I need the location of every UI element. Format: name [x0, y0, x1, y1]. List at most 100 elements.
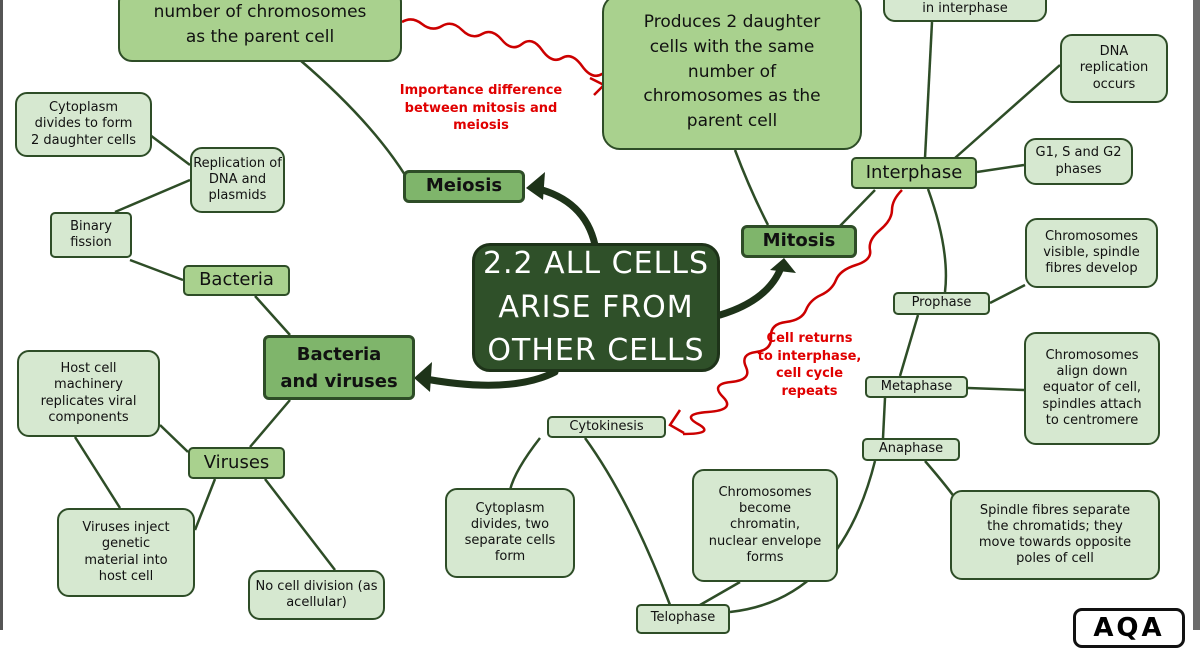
line-prophase-note: [989, 283, 1026, 305]
arrow-to-bacteria-viruses: [416, 368, 559, 389]
node-bacteria-viruses[interactable]: Bacteria and viruses: [263, 335, 415, 400]
note-line: spindles attach: [1042, 396, 1142, 412]
note-line: Chromosomes: [1045, 347, 1139, 363]
virus-inject-note[interactable]: Viruses inject genetic material into hos…: [57, 508, 195, 597]
left-edge: [0, 0, 3, 630]
annotation-line: Cell returns: [766, 331, 853, 346]
line-viruses-inject: [193, 478, 217, 531]
note-line: components: [48, 409, 129, 425]
annotation-cycle: Cell returns to interphase, cell cycle r…: [752, 330, 867, 400]
bacteria-cytoplasm-note[interactable]: Cytoplasm divides to form 2 daughter cel…: [15, 92, 152, 157]
line-viruses-host: [159, 424, 189, 453]
bacteria-replication-note[interactable]: Replication of DNA and plasmids: [190, 147, 285, 213]
virus-host-note[interactable]: Host cell machinery replicates viral com…: [17, 350, 160, 437]
note-line: Cytoplasm: [48, 100, 119, 116]
central-topic-line: ARISE FROM: [498, 289, 694, 325]
meiosis-note[interactable]: number of chromosomes as the parent cell: [118, 0, 402, 62]
note-line: visible, spindle: [1043, 244, 1140, 260]
note-line: separate cells: [464, 533, 556, 548]
anaphase-note[interactable]: Spindle fibres separate the chromatids; …: [950, 490, 1160, 580]
note-line: chromosomes as the: [643, 86, 821, 107]
note-line: Replication of: [193, 155, 282, 171]
node-bacteria[interactable]: Bacteria: [183, 265, 290, 296]
central-topic-line: 2.2 ALL CELLS: [482, 246, 710, 282]
annotation-line: between mitosis and: [404, 100, 558, 116]
metaphase-note[interactable]: Chromosomes align down equator of cell, …: [1024, 332, 1160, 445]
line-metaphase-anaphase: [881, 397, 887, 439]
note-line: as the parent cell: [185, 27, 335, 47]
node-prophase[interactable]: Prophase: [893, 292, 990, 315]
note-line: phases: [1055, 161, 1102, 177]
note-line: equator of cell,: [1042, 380, 1142, 396]
annotation-line: Importance difference: [399, 83, 563, 98]
annotation-line: to interphase,: [757, 348, 862, 364]
note-line: genetic: [101, 536, 151, 552]
note-line: Binary: [70, 218, 112, 234]
note-line: divides, two: [470, 516, 550, 532]
virus-nodivision-note[interactable]: No cell division (as acellular): [248, 570, 385, 620]
node-label: Bacteria: [199, 269, 274, 291]
note-line: parent cell: [686, 110, 778, 131]
line-mitosis-interphase: [839, 189, 876, 227]
telophase-note[interactable]: Chromosomes become chromatin, nuclear en…: [692, 469, 838, 582]
node-label: Prophase: [911, 295, 972, 311]
note-line: occurs: [1092, 76, 1136, 92]
line-binary-replication: [114, 178, 191, 214]
line-interphase-top: [923, 21, 934, 159]
note-line: G1, S and G2: [1035, 145, 1122, 161]
interphase-phases-note[interactable]: G1, S and G2 phases: [1024, 138, 1133, 185]
arrowhead-bacteria-viruses: [414, 362, 432, 392]
note-line: fibres develop: [1045, 261, 1138, 277]
annotation-line: meiosis: [453, 118, 509, 134]
node-metaphase[interactable]: Metaphase: [865, 376, 968, 398]
node-interphase[interactable]: Interphase: [851, 157, 977, 189]
note-line: move towards opposite: [978, 535, 1132, 550]
note-line: Viruses inject: [82, 520, 170, 535]
note-line: 2 daughter cells: [30, 132, 137, 148]
connector-lines: [73, 18, 1061, 614]
note-line: Spindle fibres separate: [979, 502, 1131, 518]
note-line: acellular): [286, 595, 347, 610]
note-line: divides to form: [34, 116, 133, 132]
note-line: Produces 2 daughter: [643, 12, 821, 33]
note-line: Host cell: [60, 361, 117, 376]
node-meiosis[interactable]: Meiosis: [403, 170, 525, 203]
arrowhead-mitosis: [770, 258, 796, 273]
line-bv-viruses: [249, 399, 291, 448]
line-meiosis-note: [299, 59, 407, 176]
line-interphase-prophase: [926, 188, 948, 293]
line-cytokinesis-note: [508, 437, 541, 491]
aqa-logo: AQA: [1073, 608, 1185, 648]
line-metaphase-note: [967, 386, 1025, 392]
cytokinesis-note[interactable]: Cytoplasm divides, two separate cells fo…: [445, 488, 575, 578]
node-label: Anaphase: [878, 441, 944, 457]
node-label: Viruses: [203, 451, 270, 473]
node-cytokinesis[interactable]: Cytokinesis: [547, 416, 666, 438]
node-viruses[interactable]: Viruses: [188, 447, 285, 479]
interphase-top-note[interactable]: in interphase: [883, 0, 1047, 22]
annotation-line: repeats: [781, 383, 838, 399]
note-line: number of: [687, 61, 777, 82]
node-anaphase[interactable]: Anaphase: [862, 438, 960, 461]
note-line: Chromosomes: [1044, 228, 1139, 244]
annotation-line: cell cycle: [775, 366, 844, 382]
note-line: material into: [84, 552, 168, 568]
line-interphase-dna: [954, 64, 1061, 159]
note-line: host cell: [98, 568, 154, 584]
note-line: in interphase: [922, 0, 1008, 16]
note-line: forms: [746, 549, 784, 565]
prophase-note[interactable]: Chromosomes visible, spindle fibres deve…: [1025, 218, 1158, 288]
note-line: align down: [1056, 364, 1128, 380]
bacteria-binary-fission[interactable]: Binary fission: [50, 212, 132, 258]
mitosis-note[interactable]: Produces 2 daughter cells with the same …: [602, 0, 862, 150]
line-mitosis-note: [733, 149, 770, 226]
central-topic[interactable]: 2.2 ALL CELLS ARISE FROM OTHER CELLS: [472, 243, 720, 372]
note-line: cells with the same: [649, 37, 815, 58]
note-line: DNA: [1099, 44, 1129, 60]
note-line: replication: [1079, 60, 1149, 76]
interphase-dna-note[interactable]: DNA replication occurs: [1060, 34, 1168, 103]
node-mitosis[interactable]: Mitosis: [741, 225, 857, 258]
node-label: Mitosis: [762, 230, 836, 252]
line-telophase-cytokinesis: [583, 437, 672, 606]
line-bv-bacteria: [254, 295, 291, 336]
